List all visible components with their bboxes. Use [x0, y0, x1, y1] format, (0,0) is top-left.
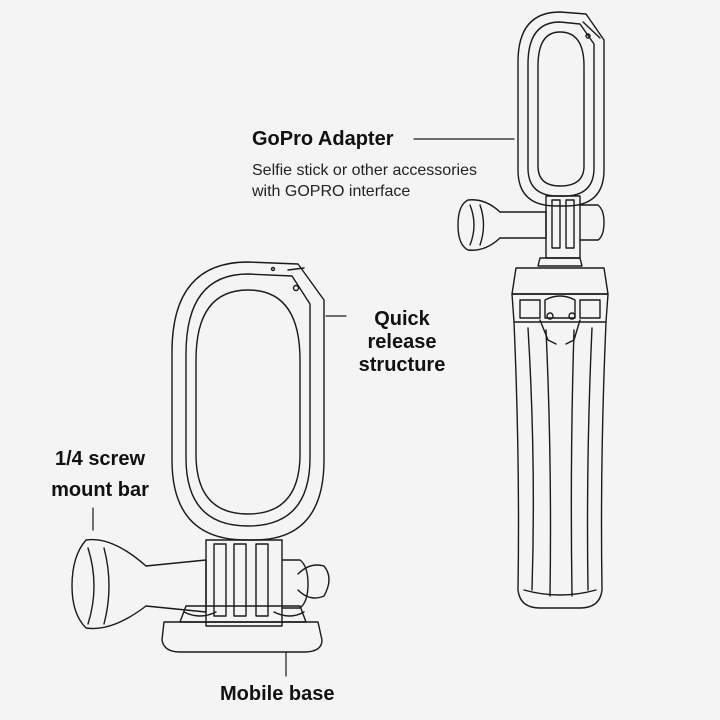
- leader-lines: [92, 138, 515, 677]
- screw-mount-line-2: mount bar: [51, 479, 149, 501]
- quick-release-label: Quick release structure: [348, 308, 456, 377]
- gopro-desc-line-1: Selfie stick or other accessories: [252, 162, 477, 179]
- left-camera-frame: [171, 261, 325, 541]
- left-mobile-base: [161, 605, 323, 653]
- right-camera-frame: [517, 11, 605, 207]
- screw-mount-label: 1/4 screw mount bar: [44, 444, 156, 506]
- quick-release-line-1: Quick: [374, 308, 430, 330]
- right-tripod: [511, 267, 609, 609]
- left-screw-mount: [71, 538, 330, 630]
- gopro-adapter-label: GoPro Adapter: [252, 128, 394, 150]
- gopro-desc-line-2: with GOPRO interface: [252, 183, 411, 200]
- mobile-base-label: Mobile base: [220, 683, 335, 705]
- right-gopro-adapter: [457, 195, 605, 267]
- gopro-adapter-description: Selfie stick or other accessories with G…: [252, 160, 477, 202]
- quick-release-line-3: structure: [358, 354, 446, 376]
- screw-mount-line-1: 1/4 screw: [54, 448, 146, 470]
- quick-release-line-2: release: [367, 331, 437, 353]
